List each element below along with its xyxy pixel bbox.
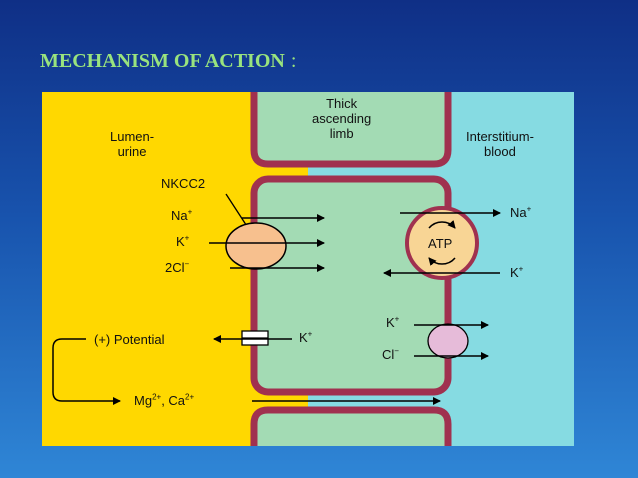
interstitium-label: Interstitium- blood (466, 129, 534, 159)
potential-driver-arrow (52, 338, 121, 405)
bottom-cell (250, 406, 452, 446)
k-exit-base: K (386, 315, 395, 330)
nkcc2-label: NKCC2 (161, 176, 206, 191)
na-apical-base: Na (171, 208, 188, 223)
cl-apical-base: 2Cl (165, 260, 185, 275)
ca-base: Ca (168, 393, 186, 408)
slide-title-text: MECHANISM OF ACTION (40, 50, 285, 72)
nkcc2-transporter (225, 222, 287, 270)
mg-charge: 2+ (152, 392, 162, 402)
k-apical-label: K+ (176, 234, 189, 249)
cl-exit-base: Cl (382, 347, 395, 362)
middle-cell (250, 175, 452, 396)
slide-title: MECHANISM OF ACTION: (40, 50, 296, 73)
top-cell (250, 92, 452, 168)
atp-cycle-arrow-top (428, 220, 456, 229)
cl-apical-label: 2Cl− (165, 260, 189, 275)
thick-ascending-limb-label: Thick ascending limb (312, 96, 371, 141)
na-basolateral-charge: + (526, 204, 532, 214)
atp-pump (405, 206, 479, 280)
positive-potential-label: (+) Potential (94, 332, 165, 347)
lumen-label: Lumen- urine (110, 129, 154, 159)
na-apical-charge: + (187, 207, 193, 217)
slide-title-separator: : (290, 50, 297, 72)
cl-apical-charge: − (184, 259, 190, 269)
interstitium-label-line2: blood (484, 144, 516, 159)
lumen-label-line1: Lumen- (110, 129, 155, 144)
interstitium-label-line1: Interstitium- (466, 129, 534, 144)
cl-exit-charge: − (394, 346, 399, 356)
k-recycling-charge: + (307, 329, 313, 339)
limb-label-line1: Thick (326, 96, 358, 111)
k-recycling-base: K (299, 330, 308, 345)
k-basolateral-base: K (510, 265, 519, 280)
na-apical-label: Na+ (171, 208, 192, 223)
mg-ca-separator: , (161, 393, 169, 408)
cl-channel (427, 323, 469, 359)
diagram-graphics (42, 92, 574, 446)
atp-label: ATP (428, 236, 453, 251)
ca-charge: 2+ (185, 392, 195, 402)
lumen-label-line2: urine (117, 144, 147, 159)
k-apical-base: K (176, 234, 185, 249)
k-basolateral-label: K+ (510, 265, 523, 280)
thick-ascending-limb-diagram: Lumen- urine Thick ascending limb Inters… (42, 92, 574, 446)
na-basolateral-label: Na+ (510, 205, 531, 220)
k-exit-charge: + (394, 314, 400, 324)
k-apical-charge: + (184, 233, 190, 243)
cl-exit-label: Cl− (382, 347, 399, 362)
atp-cycle-arrow-bottom (428, 257, 456, 266)
mg-ca-label: Mg2+, Ca2+ (134, 393, 194, 408)
k-basolateral-charge: + (518, 264, 524, 274)
na-basolateral-base: Na (510, 205, 527, 220)
mg-base: Mg (134, 393, 153, 408)
k-exit-label: K+ (386, 315, 399, 330)
limb-label-line2: ascending (312, 111, 372, 126)
k-recycling-label: K+ (299, 330, 312, 345)
limb-label-line3: limb (329, 126, 354, 141)
